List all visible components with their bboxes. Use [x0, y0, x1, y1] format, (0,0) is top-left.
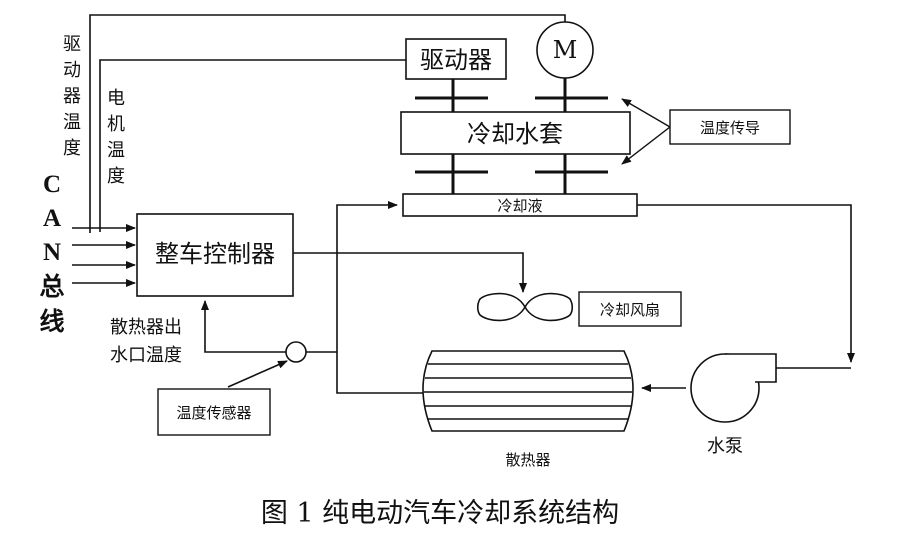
- motor-temp-char: 温: [107, 140, 125, 161]
- driver-label: 驱动器: [420, 46, 492, 74]
- vehicle-controller-box: [136, 213, 294, 297]
- can-bus-char: 线: [39, 307, 64, 336]
- can-bus-char: C: [43, 171, 61, 198]
- coolant-loop: [336, 201, 855, 394]
- driver-box: [405, 38, 507, 80]
- temp-sensor-box: [157, 388, 271, 436]
- motor-temp-char: 机: [107, 114, 125, 135]
- can-bus-char: 总: [39, 273, 64, 301]
- temp-sensor-label: 温度传感器: [176, 404, 251, 422]
- motor-temp-char: 度: [107, 166, 125, 187]
- temp-conduction-box: [669, 109, 791, 145]
- radiator: [422, 350, 634, 432]
- can-bus-char: A: [43, 205, 61, 232]
- driver-temp-char: 驱: [63, 34, 81, 55]
- cooling-fan-label: 冷却风扇: [600, 301, 660, 319]
- cooling-fan-icon: [476, 292, 574, 322]
- motor-label: M: [553, 36, 578, 64]
- radiator-label: 散热器: [505, 451, 550, 469]
- vehicle-controller-label: 整车控制器: [155, 240, 275, 268]
- coolant-label: 冷却液: [497, 197, 542, 215]
- temp-conduction-arrows: [621, 98, 671, 165]
- cooling-fan-box: [578, 291, 682, 327]
- figure-caption: 图 1 纯电动汽车冷却系统结构: [261, 498, 619, 529]
- driver-temp-char: 器: [63, 86, 81, 107]
- water-pump-label: 水泵: [707, 436, 743, 457]
- cooling-jacket-box: [400, 111, 631, 155]
- signal-wires: [89, 14, 566, 233]
- lower-couplings: [415, 154, 608, 194]
- driver-temp-char: 度: [63, 138, 81, 159]
- motor-temp-char: 电: [107, 88, 125, 109]
- cooling-jacket-label: 冷却水套: [467, 120, 563, 148]
- temp-sensor-circle: [285, 341, 307, 363]
- driver-temp-char: 动: [63, 60, 81, 81]
- radiator-outlet-temp-line2: 水口温度: [110, 345, 182, 366]
- driver-temp-char: 温: [63, 112, 81, 133]
- radiator-outlet-temp-line1: 散热器出: [110, 317, 182, 338]
- can-bus-char: N: [43, 239, 61, 266]
- controller-to-fan-line: [293, 252, 527, 293]
- temp-conduction-label: 温度传导: [700, 119, 760, 137]
- can-input-arrows: [72, 224, 136, 287]
- water-pump: [690, 353, 777, 423]
- upper-couplings: [415, 78, 608, 112]
- sensor-wires: [201, 300, 337, 388]
